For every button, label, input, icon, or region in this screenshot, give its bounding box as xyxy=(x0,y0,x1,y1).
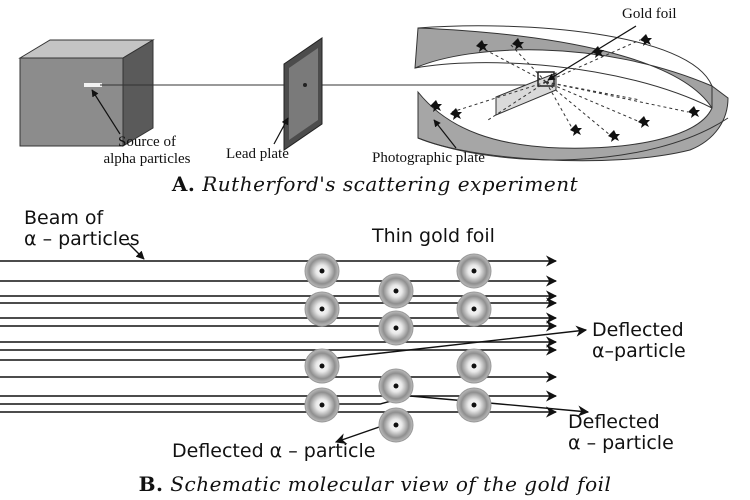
deflected-label-2-line-1: Deflected xyxy=(568,411,660,433)
photographic-plate-label: Photographic plate xyxy=(372,150,485,166)
gold-atom xyxy=(456,387,492,423)
photographic-plate-pointer xyxy=(433,119,457,149)
caption-b-letter: B. xyxy=(138,472,164,496)
source-pointer xyxy=(91,89,121,135)
lead-plate-label: Lead plate xyxy=(226,146,289,162)
gold-foil-pointer xyxy=(547,25,637,81)
lead-plate-pointer xyxy=(273,117,289,145)
caption-b: B. Schematic molecular view of the gold … xyxy=(0,472,750,496)
deflected-label-3: Deflected α – particle xyxy=(172,440,376,462)
source-label: Source of alpha particles xyxy=(72,134,222,167)
deflected-label-2: Deflected α – particle xyxy=(568,412,674,454)
gold-atom xyxy=(456,291,492,327)
gold-atom xyxy=(304,387,340,423)
beam-label-line-1: Beam of xyxy=(24,207,104,229)
deflected-label-1-line-2: α–particle xyxy=(592,339,686,362)
gold-atom xyxy=(456,348,492,384)
gold-atom xyxy=(378,407,414,443)
alpha-particle-tracks xyxy=(0,242,590,444)
caption-a-letter: A. xyxy=(171,172,196,196)
beam-label-line-2: α – particles xyxy=(24,227,140,250)
gold-atom xyxy=(456,253,492,289)
gold-atoms xyxy=(304,253,492,443)
deflected-label-1: Deflected α–particle xyxy=(592,320,686,362)
deflected-label-1-line-1: Deflected xyxy=(592,319,684,341)
caption-a-text: Rutherford's scattering experiment xyxy=(202,172,579,196)
caption-a: A. Rutherford's scattering experiment xyxy=(0,172,750,196)
alpha-source-box xyxy=(18,39,155,147)
deflected-label-2-line-2: α – particle xyxy=(568,431,674,454)
lead-plate xyxy=(283,37,323,151)
gold-atom xyxy=(304,253,340,289)
gold-atom xyxy=(378,310,414,346)
gold-atom xyxy=(378,273,414,309)
beam-label: Beam of α – particles xyxy=(24,208,140,250)
source-label-line-2: alpha particles xyxy=(103,150,191,167)
gold-foil-label: Gold foil xyxy=(622,6,677,22)
photographic-screen xyxy=(414,25,729,162)
source-label-line-1: Source of xyxy=(118,134,176,150)
gold-atom xyxy=(304,291,340,327)
caption-b-text: Schematic molecular view of the gold foi… xyxy=(170,472,612,496)
scattering-hit-marks xyxy=(430,34,700,142)
scattering-rays xyxy=(451,39,689,136)
thin-gold-foil-label: Thin gold foil xyxy=(372,225,495,247)
gold-atom xyxy=(304,348,340,384)
gold-atom xyxy=(378,368,414,404)
